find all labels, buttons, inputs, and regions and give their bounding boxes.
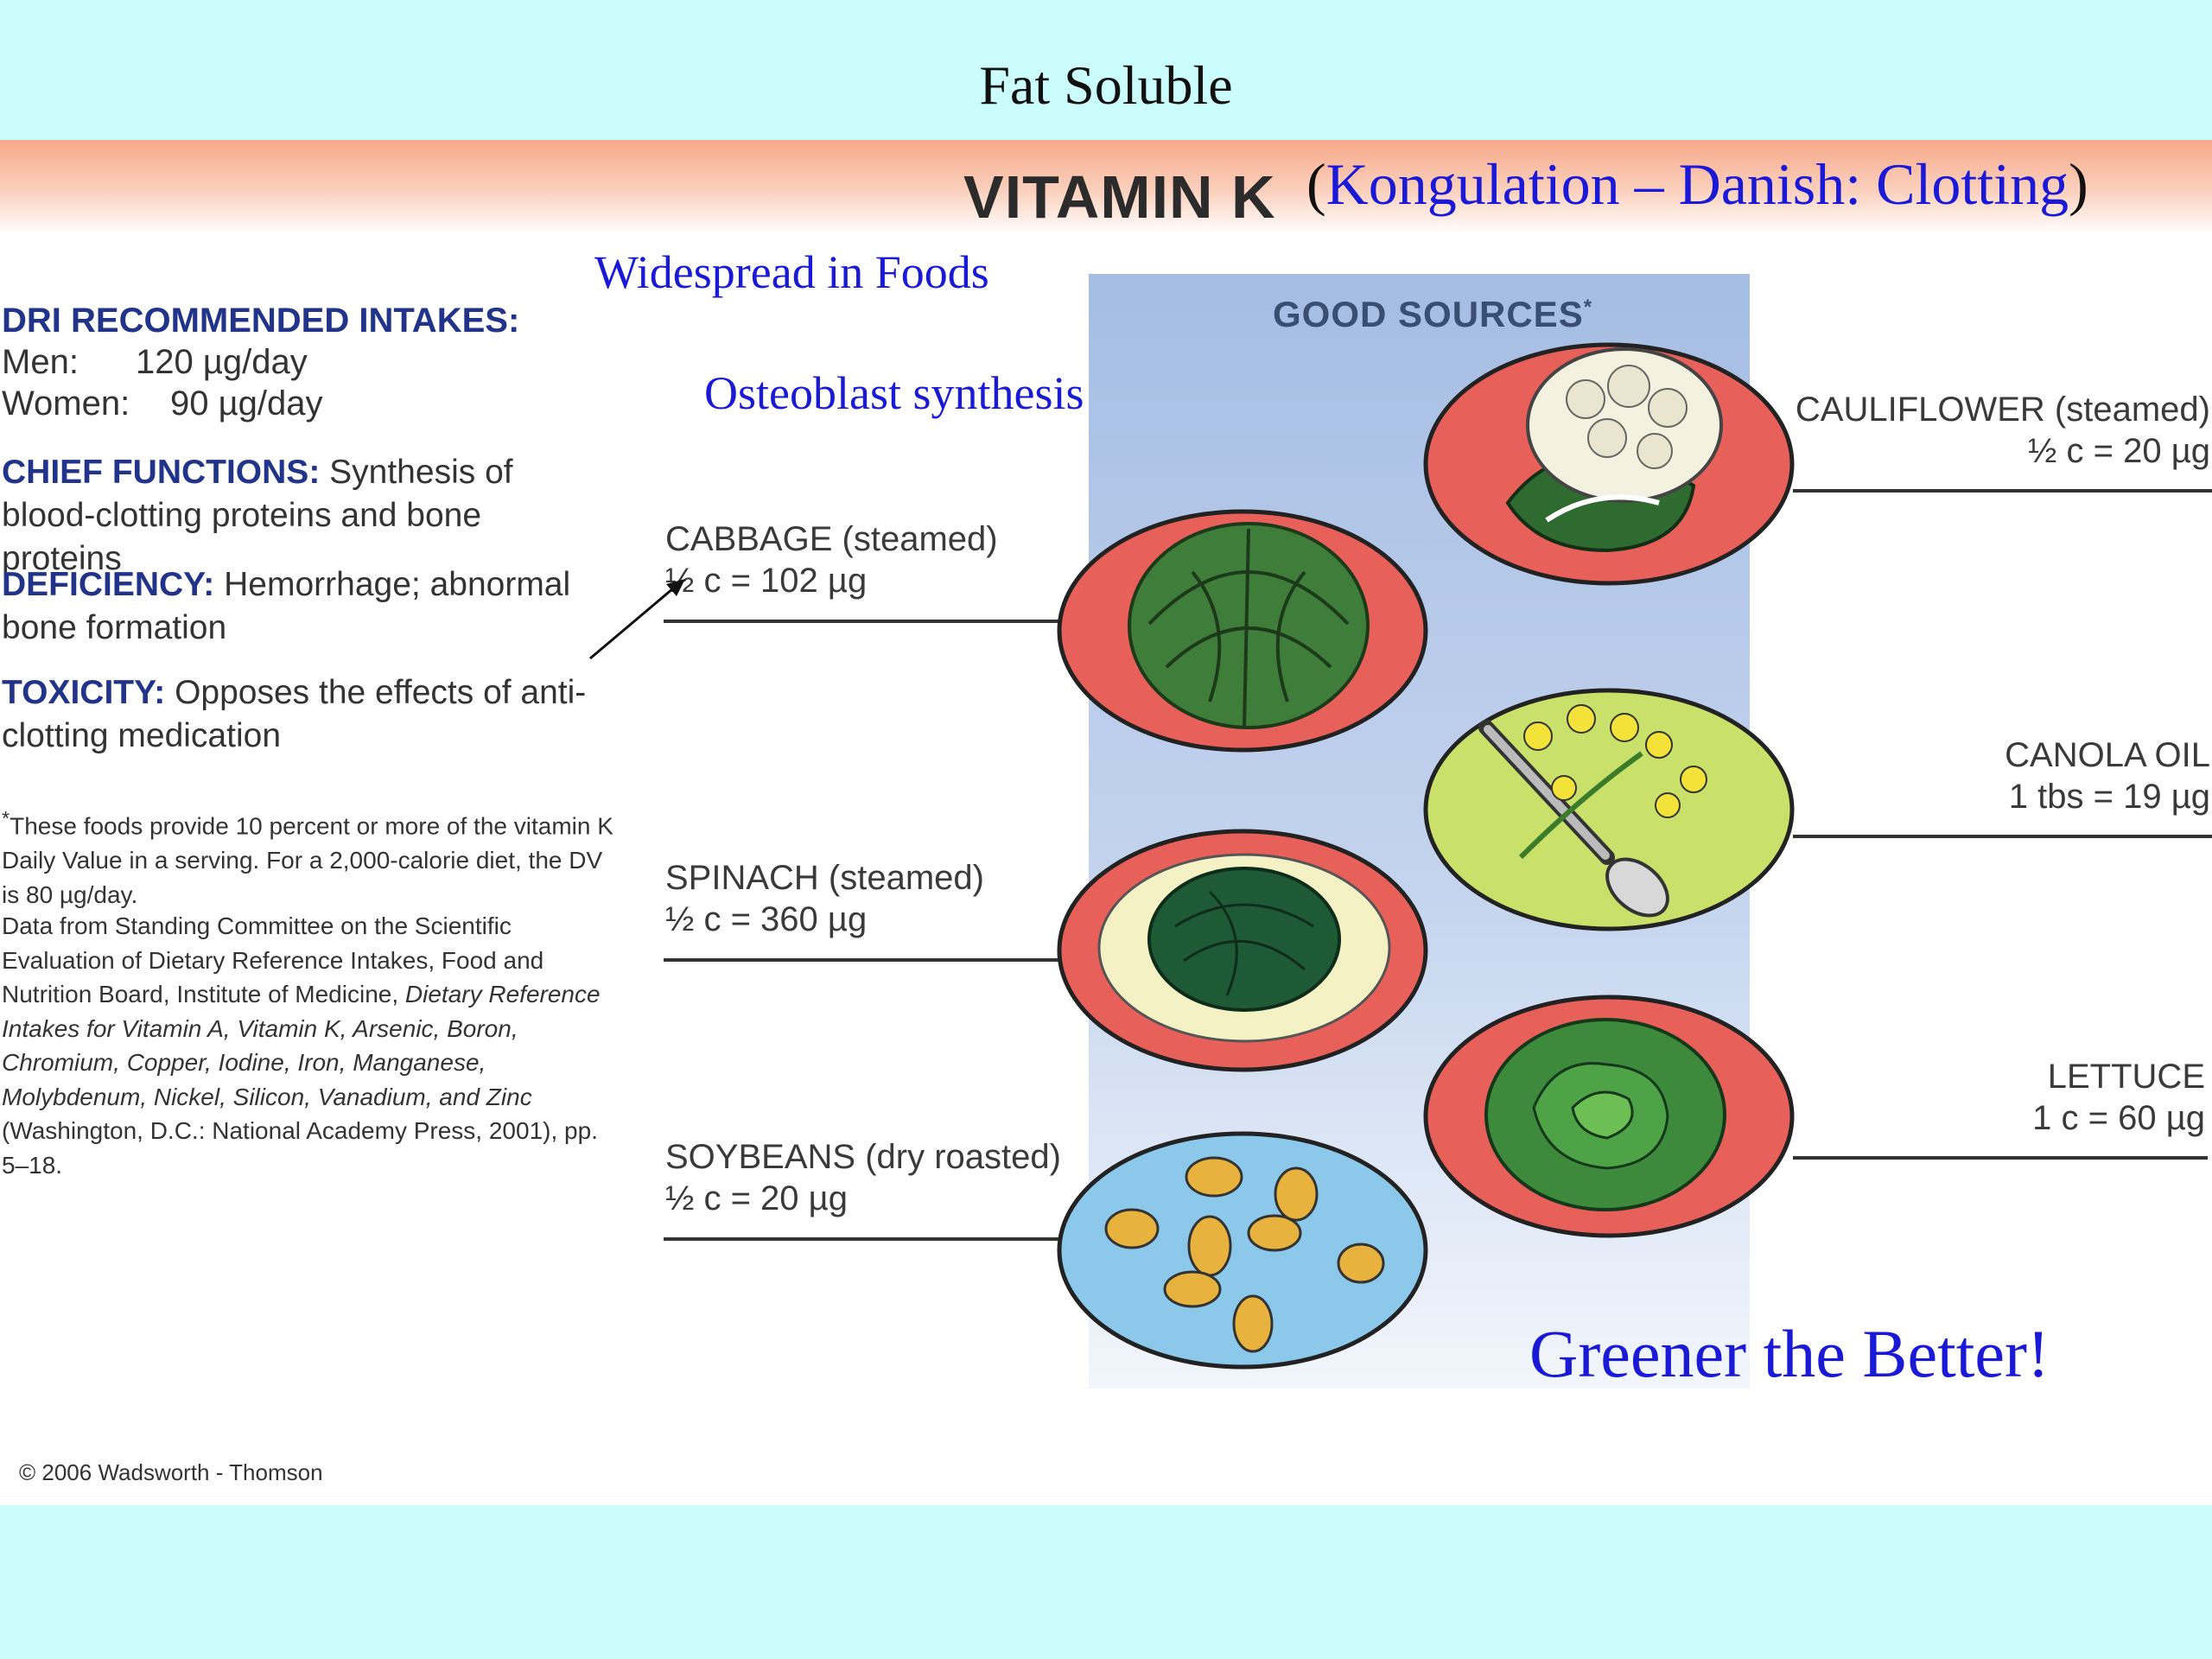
arrow-icon bbox=[589, 579, 685, 660]
chief-functions: CHIEF FUNCTIONS: Synthesis of blood-clot… bbox=[2, 454, 513, 577]
food-label-lettuce: LETTUCE 1 c = 60 µg bbox=[2032, 1058, 2205, 1137]
cabbage-plate bbox=[1057, 509, 1428, 753]
dri-section: DRI RECOMMENDED INTAKES: Men:120 µg/day … bbox=[2, 300, 519, 424]
soybeans-plate bbox=[1057, 1131, 1428, 1370]
copyright: © 2006 Wadsworth - Thomson bbox=[19, 1459, 323, 1485]
leader-line-canola bbox=[1793, 835, 2212, 838]
deficiency: DEFICIENCY: Hemorrhage; abnormal bone fo… bbox=[2, 566, 571, 646]
lettuce-plate bbox=[1423, 995, 1795, 1238]
leader-line-cabbage bbox=[664, 620, 1061, 623]
leader-line-spinach bbox=[664, 958, 1061, 962]
food-plates-illustration bbox=[1057, 342, 1795, 1370]
kongulation-note: (Kongulation – Danish: Clotting) bbox=[1306, 151, 2088, 217]
good-sources-label: GOOD SOURCES* bbox=[1273, 294, 1593, 334]
leader-line-soybeans bbox=[664, 1237, 1061, 1241]
toxicity: TOXICITY: Opposes the effects of anti-cl… bbox=[2, 674, 587, 754]
vitamin-k-panel: VITAMIN K (Kongulation – Danish: Clottin… bbox=[0, 140, 2212, 1505]
men-intake: Men:120 µg/day bbox=[2, 343, 308, 381]
food-label-cabbage: CABBAGE (steamed) ½ c = 102 µg bbox=[665, 520, 998, 600]
greener-note: Greener the Better! bbox=[1529, 1316, 2050, 1391]
food-label-spinach: SPINACH (steamed) ½ c = 360 µg bbox=[665, 859, 984, 938]
spinach-plate bbox=[1057, 829, 1428, 1072]
food-label-cauliflower: CAULIFLOWER (steamed) ½ c = 20 µg bbox=[1795, 391, 2210, 470]
footnote: *These foods provide 10 percent or more … bbox=[2, 807, 613, 909]
data-reference: Data from Standing Committee on the Scie… bbox=[2, 912, 601, 1179]
cauliflower-plate bbox=[1423, 342, 1795, 586]
kongulation-text: Kongulation – Danish: Clotting bbox=[1325, 151, 2069, 217]
leader-line-lettuce bbox=[1793, 1156, 2208, 1160]
canola-plate bbox=[1423, 688, 1795, 931]
header-band bbox=[0, 140, 2212, 235]
food-label-canola: CANOLA OIL 1 tbs = 19 µg bbox=[2005, 736, 2210, 816]
dri-heading: DRI RECOMMENDED INTAKES: bbox=[2, 302, 520, 340]
leader-line-cauliflower bbox=[1793, 489, 2212, 493]
widespread-note: Widespread in Foods bbox=[594, 246, 989, 298]
vitamin-k-title: VITAMIN K bbox=[963, 163, 1276, 231]
osteoblast-note: Osteoblast synthesis bbox=[704, 367, 1084, 419]
women-intake: Women:90 µg/day bbox=[2, 385, 323, 423]
slide-title: Fat Soluble bbox=[979, 54, 1233, 116]
food-label-soybeans: SOYBEANS (dry roasted) ½ c = 20 µg bbox=[665, 1138, 1061, 1217]
